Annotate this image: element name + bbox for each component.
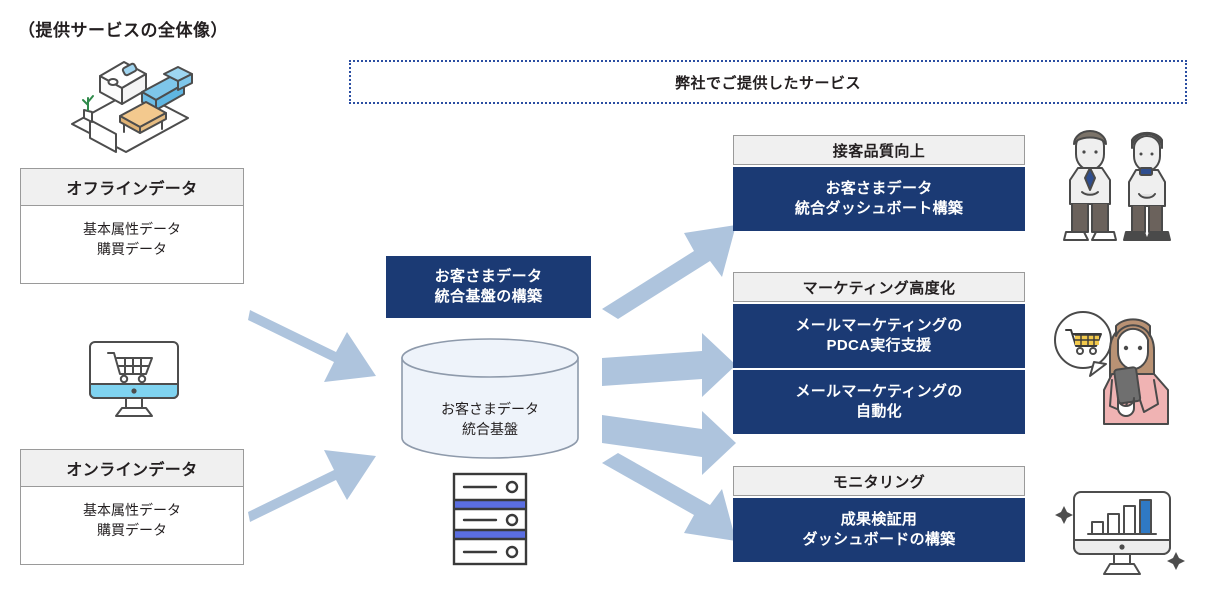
source-online-title: オンラインデータ xyxy=(20,449,244,487)
source-group-offline: オフラインデータ 基本属性データ 購買データ xyxy=(20,168,244,284)
service-item-2-2: メールマーケティングの 自動化 xyxy=(733,370,1025,434)
service-item-1-1: お客さまデータ 統合ダッシュボート構築 xyxy=(733,167,1025,231)
center-caption-box: お客さまデータ 統合基盤の構築 xyxy=(386,256,591,318)
arrow-to-service-2 xyxy=(602,333,736,397)
center-caption-line-1: お客さまデータ xyxy=(434,267,543,285)
service-block-marketing: マーケティング高度化 メールマーケティングの PDCA実行支援 メールマーケティ… xyxy=(733,272,1025,434)
source-group-online: オンラインデータ 基本属性データ 購買データ xyxy=(20,449,244,565)
source-online-line-1: 基本属性データ xyxy=(83,502,181,518)
service-header-3: モニタリング xyxy=(733,466,1025,496)
center-caption-line-2: 統合基盤の構築 xyxy=(434,288,543,305)
outbound-arrows xyxy=(598,185,738,575)
dashboard-monitor-chart-icon xyxy=(1055,478,1186,588)
source-online-line-2: 購買データ xyxy=(97,522,167,539)
service-header-2: マーケティング高度化 xyxy=(733,272,1025,302)
source-offline-title: オフラインデータ xyxy=(20,168,244,206)
arrow-offline-to-hub xyxy=(248,310,376,382)
service-item-2-2-line-2: 自動化 xyxy=(856,403,902,420)
banner-label: 弊社でご提供したサービス xyxy=(674,74,861,92)
data-hub-label: お客さまデータ 統合基盤 xyxy=(399,400,581,439)
service-item-2-2-line-1: メールマーケティングの xyxy=(795,382,963,400)
service-block-customer-quality: 接客品質向上 お客さまデータ 統合ダッシュボート構築 xyxy=(733,135,1025,231)
page-title: （提供サービスの全体像） xyxy=(18,21,228,40)
service-block-monitoring: モニタリング 成果検証用 ダッシュボードの構築 xyxy=(733,466,1025,562)
data-hub-line-2: 統合基盤 xyxy=(462,420,518,437)
source-offline-body: 基本属性データ 購買データ xyxy=(20,206,244,284)
service-item-1-1-line-1: お客さまデータ xyxy=(825,179,933,197)
service-item-2-1: メールマーケティングの PDCA実行支援 xyxy=(733,304,1025,368)
source-offline-line-2: 購買データ xyxy=(97,241,167,258)
arrow-to-service-1 xyxy=(602,225,736,319)
provided-services-banner: 弊社でご提供したサービス xyxy=(349,60,1187,104)
source-offline-line-1: 基本属性データ xyxy=(83,221,181,237)
service-item-2-1-line-2: PDCA実行支援 xyxy=(826,337,932,354)
service-item-3-1-line-1: 成果検証用 xyxy=(840,510,918,528)
service-item-3-1: 成果検証用 ダッシュボードの構築 xyxy=(733,498,1025,562)
data-hub-line-1: お客さまデータ xyxy=(441,401,539,417)
service-item-1-1-line-2: 統合ダッシュボート構築 xyxy=(794,200,964,217)
arrow-online-to-hub xyxy=(248,450,376,522)
service-item-3-1-line-2: ダッシュボードの構築 xyxy=(802,531,956,548)
source-online-body: 基本属性データ 購買データ xyxy=(20,487,244,565)
staff-people-icon xyxy=(1052,128,1188,244)
data-hub-cylinder: お客さまデータ 統合基盤 xyxy=(399,338,581,462)
inbound-arrows xyxy=(248,300,398,522)
service-header-1: 接客品質向上 xyxy=(733,135,1025,165)
online-shopping-monitor-icon xyxy=(84,338,184,430)
woman-smartphone-shopping-icon xyxy=(1052,306,1192,426)
service-item-2-1-line-1: メールマーケティングの xyxy=(795,316,963,334)
arrow-to-service-4 xyxy=(602,453,736,541)
server-rack-icon xyxy=(452,472,528,566)
arrow-to-service-3 xyxy=(602,411,736,475)
living-room-icon xyxy=(60,52,200,164)
